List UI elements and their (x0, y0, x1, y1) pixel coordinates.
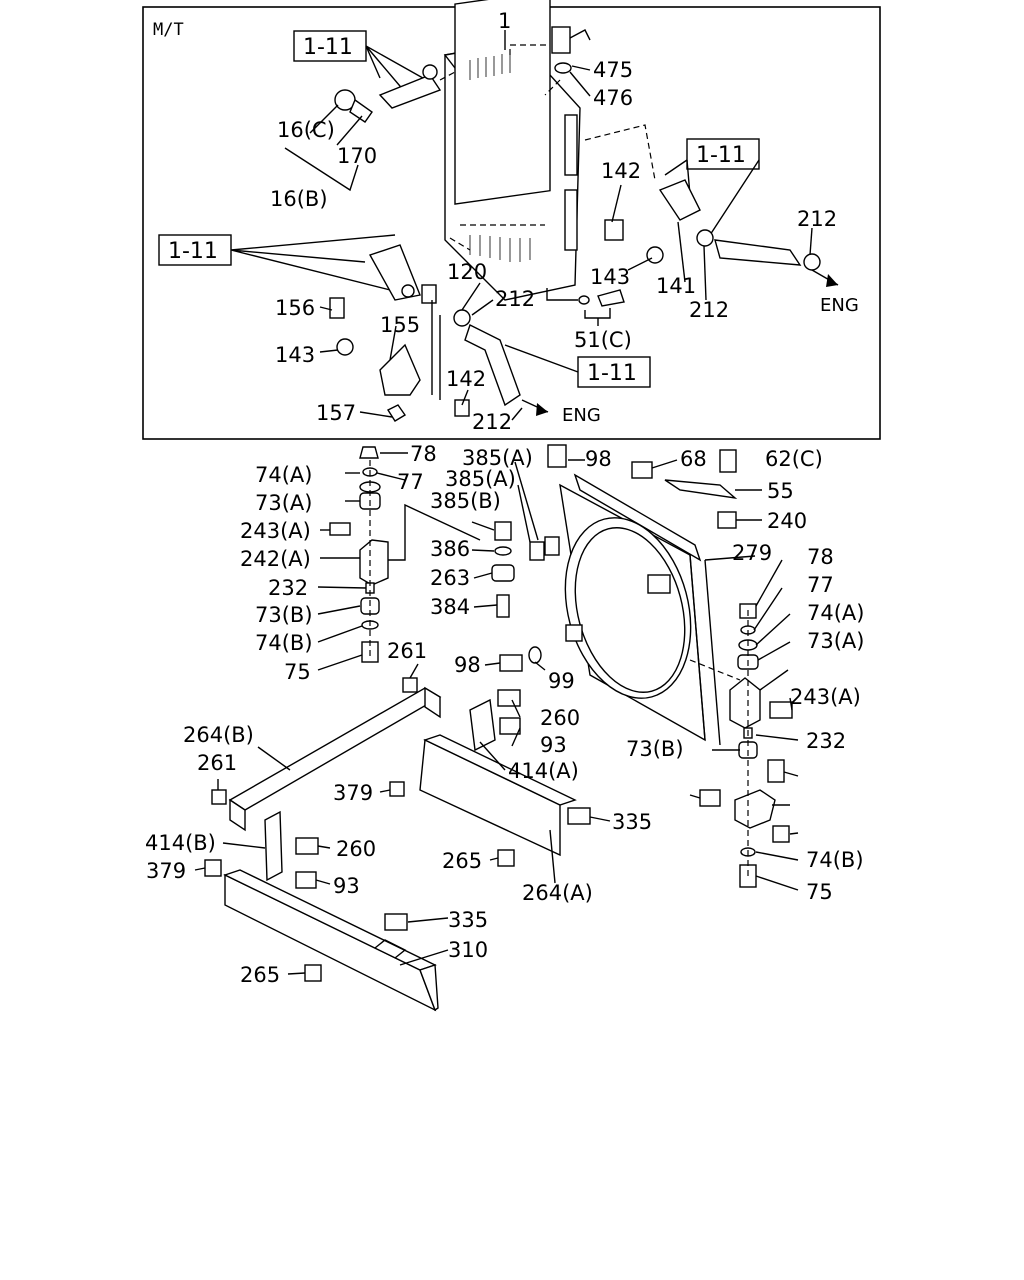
callout-384: 384 (430, 595, 470, 619)
callout-264b: 264(B) (183, 723, 254, 747)
crossmember-310 (223, 869, 439, 1012)
callout-77-left: 77 (397, 470, 424, 494)
radiator-core (443, 0, 581, 301)
callout-74b-right: 74(B) (806, 848, 864, 872)
ref-box-2[interactable] (686, 138, 760, 170)
callout-414b: 414(B) (145, 831, 216, 855)
callout-73b-left: 73(B) (255, 603, 313, 627)
callout-265-upper: 265 (442, 849, 482, 873)
callout-385b: 385(B) (430, 489, 501, 513)
callout-120: 120 (447, 260, 487, 284)
eng-label-right: ENG (820, 295, 859, 316)
callout-242a: 242(A) (240, 547, 311, 571)
callout-243a-left: 243(A) (240, 519, 311, 543)
callout-476: 476 (593, 86, 633, 110)
callout-55: 55 (767, 479, 794, 503)
right-mount-stack (689, 603, 793, 888)
callout-143-right: 143 (590, 265, 630, 289)
callout-260-upper: 260 (540, 706, 580, 730)
variant-label: M/T (153, 20, 184, 40)
ref-box-3-label: 1-11 (168, 239, 218, 264)
ref-box-3[interactable] (158, 234, 232, 266)
bracket-414b (204, 810, 319, 889)
callout-240: 240 (767, 509, 807, 533)
callout-142-lower: 142 (446, 367, 486, 391)
fan-shroud (559, 473, 721, 746)
callout-73a-right: 73(A) (807, 629, 864, 653)
callout-335-lower: 335 (448, 908, 488, 932)
callout-379-lower: 379 (146, 859, 186, 883)
radiator-cap (509, 26, 591, 96)
ref-box-1[interactable] (293, 30, 367, 62)
callout-212-bottom: 212 (472, 410, 512, 434)
callout-475: 475 (593, 58, 633, 82)
lower-left-hose (368, 237, 549, 417)
eng-label-bottom: ENG (562, 405, 601, 426)
callout-16b: 16(B) (270, 187, 328, 211)
crossmember-264a (389, 734, 591, 867)
callout-156: 156 (275, 296, 315, 320)
callout-379-upper: 379 (333, 781, 373, 805)
callout-232-left: 232 (268, 576, 308, 600)
callout-93-lower: 93 (333, 874, 360, 898)
callout-74a-right: 74(A) (807, 601, 864, 625)
callout-279: 279 (732, 541, 772, 565)
callout-335-upper: 335 (612, 810, 652, 834)
callout-157: 157 (316, 401, 356, 425)
upper-hose (334, 64, 456, 123)
callout-143-left: 143 (275, 343, 315, 367)
stay-rod (631, 449, 738, 529)
ref-box-4-label: 1-11 (587, 361, 637, 386)
callout-1: 1 (498, 9, 511, 33)
callout-261-upper: 261 (387, 639, 427, 663)
drain-plug (546, 288, 625, 326)
callout-261-lower: 261 (197, 751, 237, 775)
callout-73a-left: 73(A) (255, 491, 312, 515)
ref-box-1-label: 1-11 (303, 35, 353, 60)
callout-68: 68 (680, 447, 707, 471)
callout-243a-right: 243(A) (790, 685, 861, 709)
callout-75-left: 75 (284, 660, 311, 684)
callout-265-lower: 265 (240, 963, 280, 987)
center-fasteners (491, 444, 567, 672)
callout-141: 141 (656, 274, 696, 298)
callout-212-middle: 212 (495, 287, 535, 311)
callout-212-right: 212 (797, 207, 837, 231)
callout-212-lower-right: 212 (689, 298, 729, 322)
callout-260-lower: 260 (336, 837, 376, 861)
crossmember-264b (211, 677, 442, 832)
callout-78-left: 78 (410, 442, 437, 466)
callout-75-right: 75 (806, 880, 833, 904)
callout-263: 263 (430, 566, 470, 590)
callout-93-upper: 93 (540, 733, 567, 757)
callout-99: 99 (548, 669, 575, 693)
callout-16c: 16(C) (277, 118, 335, 142)
callout-74b-left: 74(B) (255, 631, 313, 655)
callout-170: 170 (337, 144, 377, 168)
callout-232-right: 232 (806, 729, 846, 753)
callout-155: 155 (380, 313, 420, 337)
bracket-155 (329, 297, 441, 422)
callout-77-right: 77 (807, 573, 834, 597)
ref-box-2-label: 1-11 (696, 143, 746, 168)
callout-414a: 414(A) (508, 759, 579, 783)
callout-264a: 264(A) (522, 881, 593, 905)
callout-310: 310 (448, 938, 488, 962)
callout-78-right: 78 (807, 545, 834, 569)
callout-62c: 62(C) (765, 447, 823, 471)
callout-385a-2: 385(A) (445, 467, 516, 491)
ref-box-4[interactable] (577, 356, 651, 388)
callout-142-upper: 142 (601, 159, 641, 183)
callout-51c: 51(C) (574, 328, 632, 352)
callout-385a: 385(A) (462, 446, 533, 470)
callout-73b-right: 73(B) (626, 737, 684, 761)
callout-98-upper: 98 (585, 447, 612, 471)
callout-386: 386 (430, 537, 470, 561)
callout-98-lower: 98 (454, 653, 481, 677)
callout-74a-left: 74(A) (255, 463, 312, 487)
bracket-414a (469, 689, 521, 752)
